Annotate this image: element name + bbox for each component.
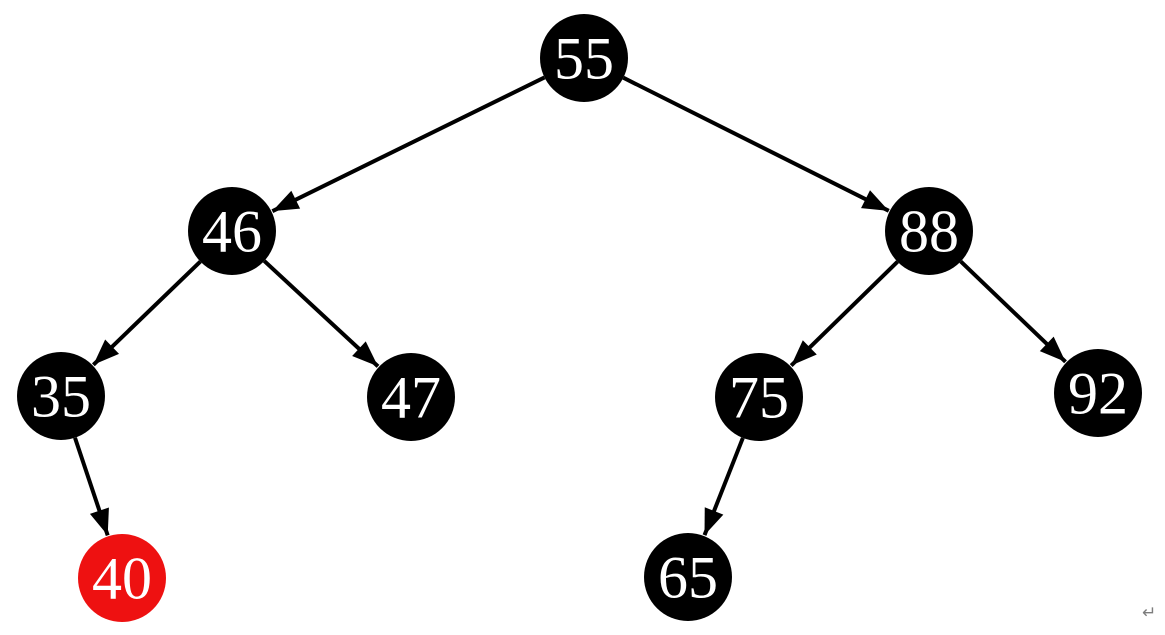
tree-node-35: 35 xyxy=(17,352,105,440)
node-circle xyxy=(885,187,973,275)
node-circle xyxy=(367,353,455,441)
edge-55-88 xyxy=(622,75,890,213)
node-label: 40 xyxy=(92,545,152,611)
node-label: 55 xyxy=(554,25,614,91)
node-circle xyxy=(188,187,276,275)
tree-node-40: 40 xyxy=(78,534,166,622)
node-label: 65 xyxy=(658,544,718,610)
tree-nodes: 55 46 88 35 47 75 92 40 65 xyxy=(17,14,1142,622)
node-circle xyxy=(540,14,628,102)
node-circle xyxy=(644,533,732,621)
node-circle xyxy=(78,534,166,622)
node-label: 75 xyxy=(729,364,789,430)
edge-55-46 xyxy=(271,75,546,213)
edge-88-75 xyxy=(789,260,899,367)
tree-node-46: 46 xyxy=(188,187,276,275)
node-circle xyxy=(17,352,105,440)
tree-node-92: 92 xyxy=(1054,349,1142,437)
node-label: 88 xyxy=(899,198,959,264)
node-label: 92 xyxy=(1068,360,1128,426)
tree-node-55: 55 xyxy=(540,14,628,102)
edge-88-92 xyxy=(959,260,1067,364)
tree-node-88: 88 xyxy=(885,187,973,275)
edge-46-35 xyxy=(91,260,202,367)
node-label: 47 xyxy=(381,364,441,430)
paragraph-return-mark: ↵ xyxy=(1142,603,1157,622)
tree-node-47: 47 xyxy=(367,353,455,441)
node-label: 35 xyxy=(31,363,91,429)
edge-75-65 xyxy=(702,437,745,536)
edge-46-47 xyxy=(262,259,380,368)
node-label: 46 xyxy=(202,198,262,264)
node-circle xyxy=(715,353,803,441)
node-circle xyxy=(1054,349,1142,437)
tree-node-75: 75 xyxy=(715,353,803,441)
tree-edges xyxy=(73,75,1067,536)
edge-35-40 xyxy=(73,437,110,536)
tree-node-65: 65 xyxy=(644,533,732,621)
